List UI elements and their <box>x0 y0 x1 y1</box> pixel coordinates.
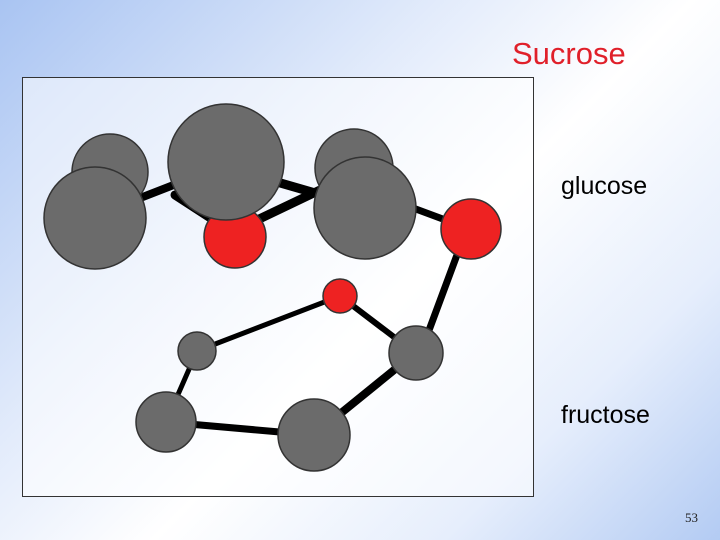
carbon-atom <box>135 391 197 453</box>
oxygen-atom <box>440 198 502 260</box>
bonds <box>131 161 471 439</box>
carbon-atom <box>277 398 351 472</box>
glucose-label: glucose <box>561 172 648 200</box>
carbon-atom <box>313 156 417 260</box>
slide-title: Sucrose <box>512 36 626 71</box>
bond <box>194 293 343 354</box>
atoms <box>43 103 502 472</box>
oxygen-atom <box>322 278 358 314</box>
carbon-atom <box>388 325 444 381</box>
fructose-label: fructose <box>561 401 650 429</box>
carbon-atom <box>177 331 217 371</box>
page-number: 53 <box>685 510 698 525</box>
carbon-atom <box>167 103 285 221</box>
carbon-atom <box>43 166 147 270</box>
